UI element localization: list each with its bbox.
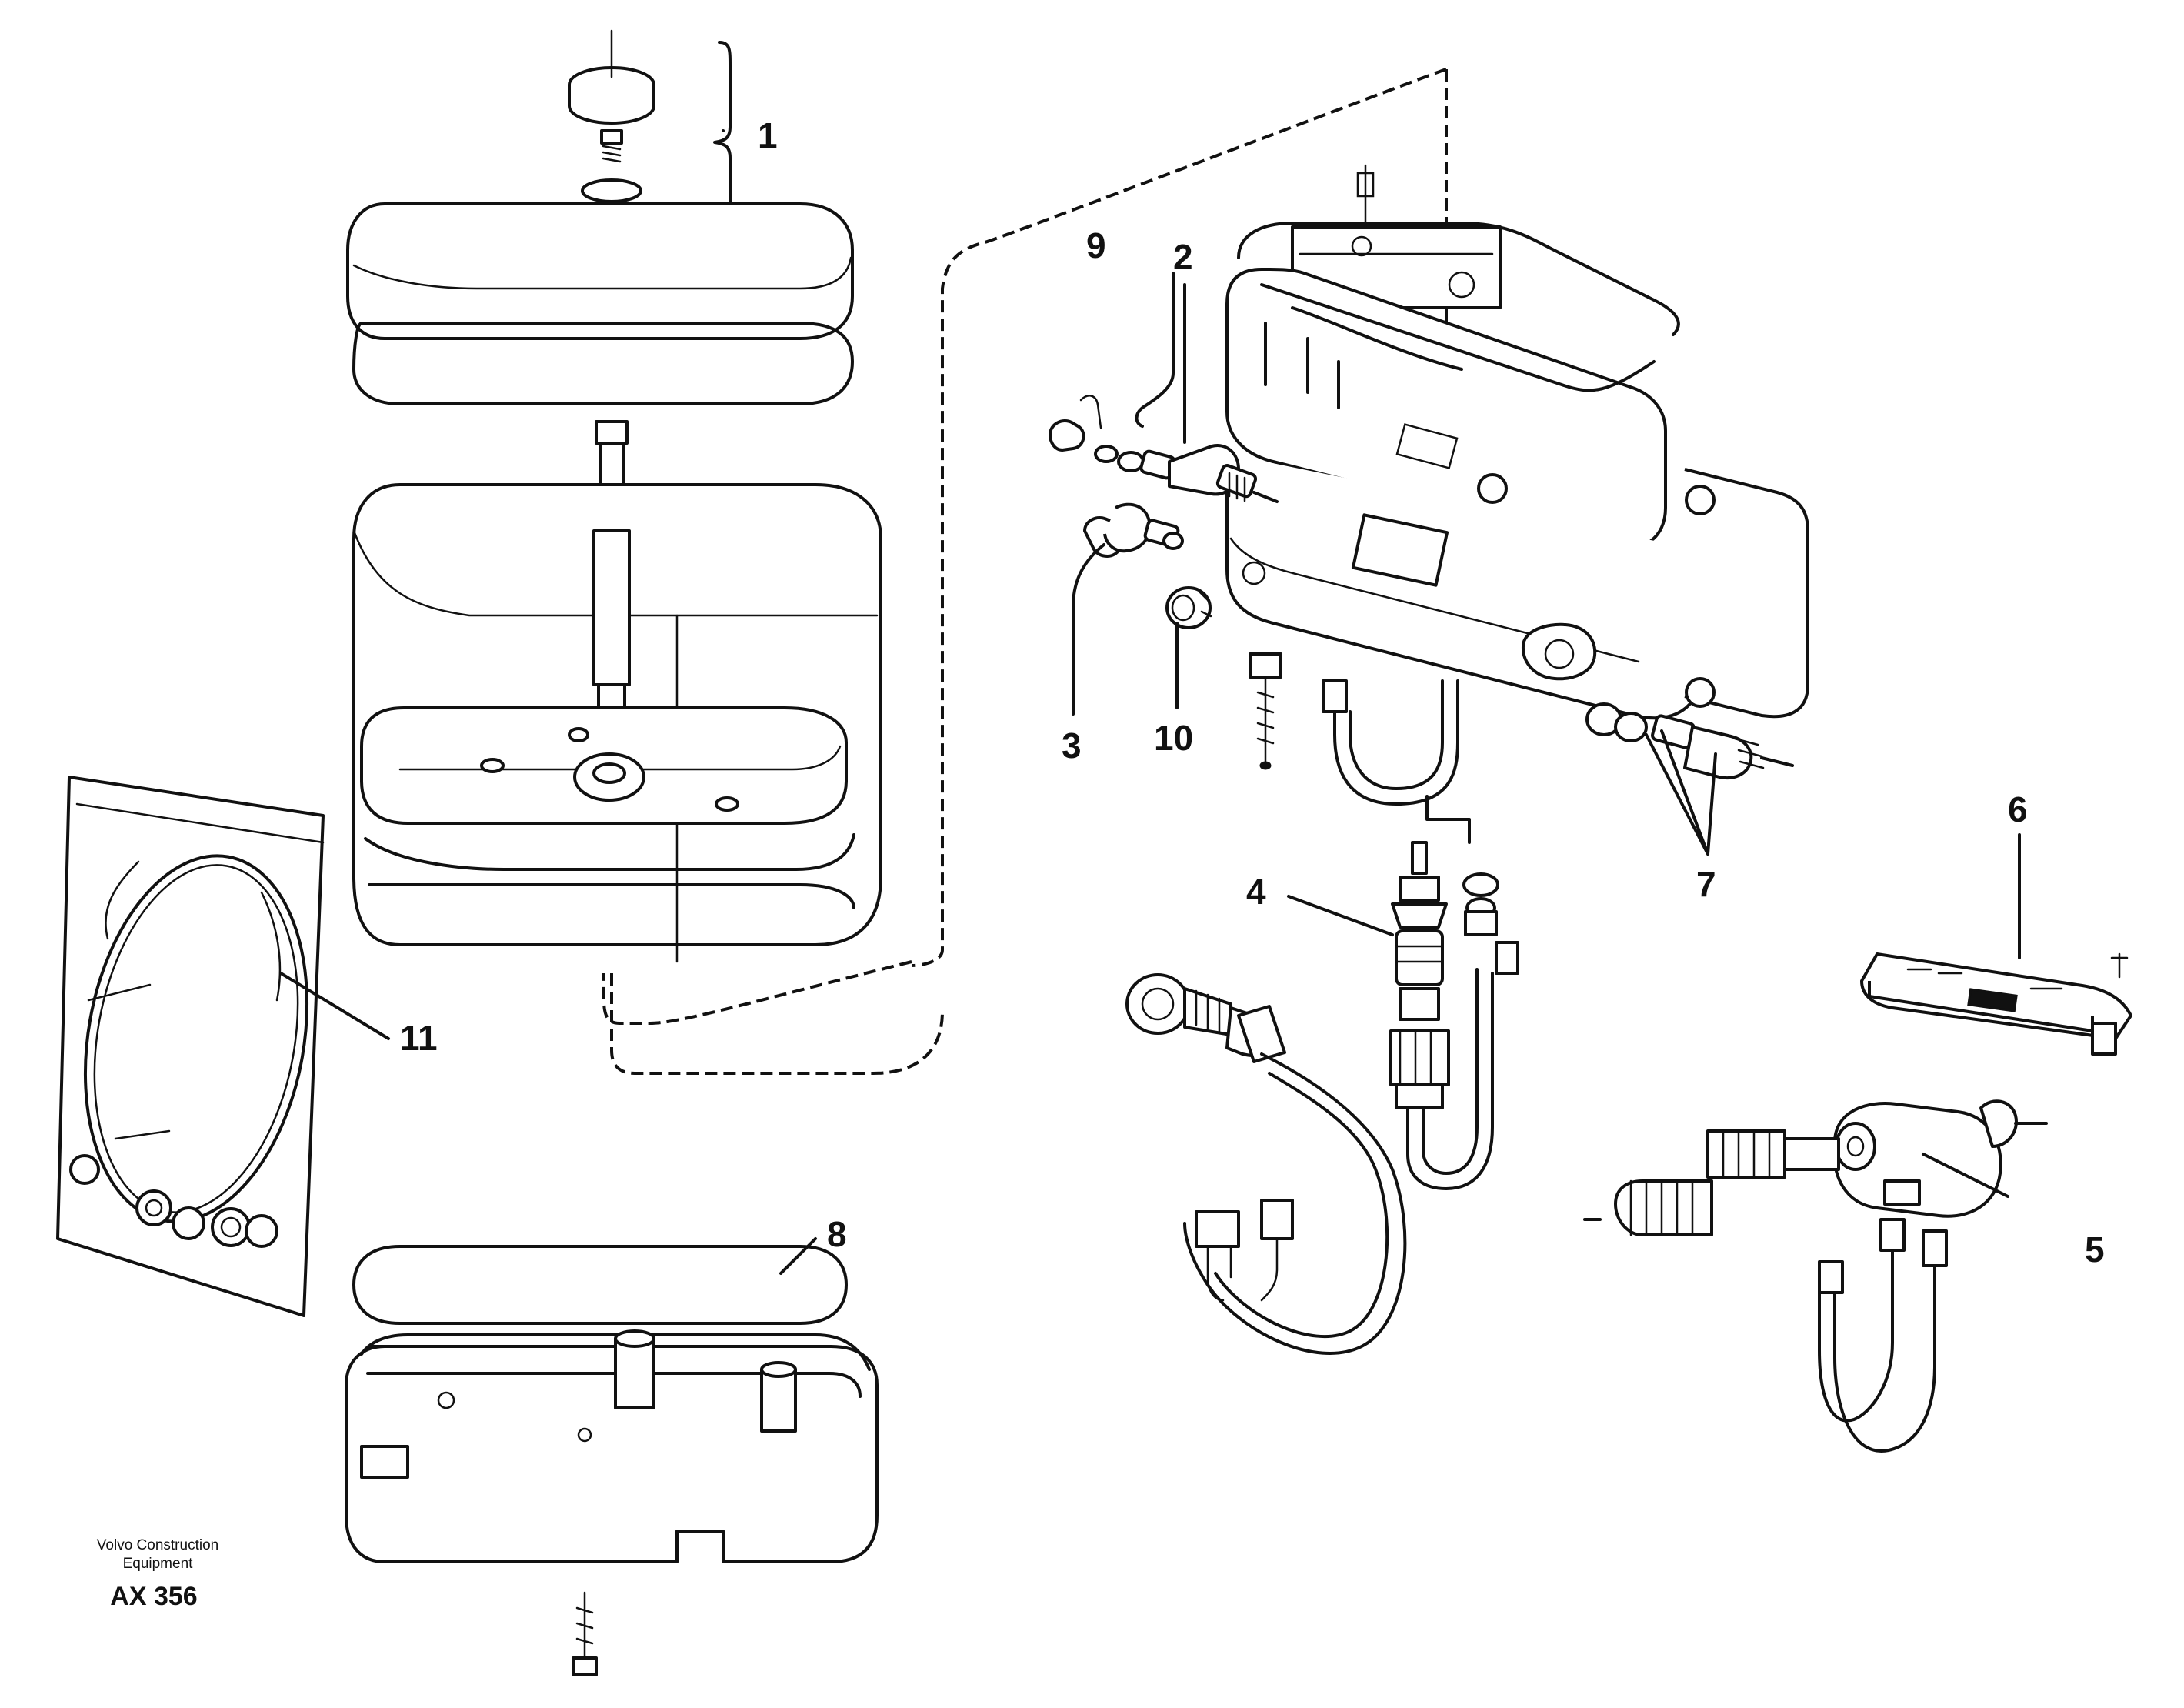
assembly-boundary-dashed-lower [610,973,944,1075]
fitting-group-9-2 [1049,395,1279,503]
callout-4: 4 [1246,872,1266,912]
callout-9: 9 [1086,225,1106,265]
publisher-caption-line2: Equipment [122,1556,193,1572]
elbow-fitting-3 [1083,502,1184,558]
drawing-id-label: AX 356 [110,1582,198,1611]
reservoir-tank [352,420,882,963]
valve-housing [1225,164,1809,720]
repair-kit-bag-11 [56,776,325,1317]
callout-7: 7 [1696,864,1716,904]
sensor-4 [1389,795,1519,1190]
callout-11: 11 [400,1018,438,1058]
seals-and-plug-7 [1585,702,1794,779]
reservoir-lid [346,202,854,405]
leader-lines [279,129,2021,1275]
callout-labels: 1 9 2 3 10 4 7 6 5 8 11 [400,115,2105,1269]
plug-10 [1165,586,1212,629]
callout-5: 5 [2085,1229,2105,1269]
callout-10: 10 [1154,718,1193,758]
callout-8: 8 [827,1214,847,1254]
bracket-and-screw [1249,652,1459,806]
publisher-caption-line1: Volvo Construction [96,1537,219,1553]
assembly-boundary-dashed [602,68,1448,1025]
callout-3: 3 [1062,726,1082,766]
circuit-board-6 [1860,952,2132,1056]
callout-6: 6 [2008,789,2028,829]
callout-1: 1 [758,115,778,155]
solenoid-valve-5 [1583,1099,2048,1453]
cable-harness [1125,973,1407,1355]
filter-housing-base-8 [345,1245,879,1676]
callout-2: 2 [1173,237,1193,277]
